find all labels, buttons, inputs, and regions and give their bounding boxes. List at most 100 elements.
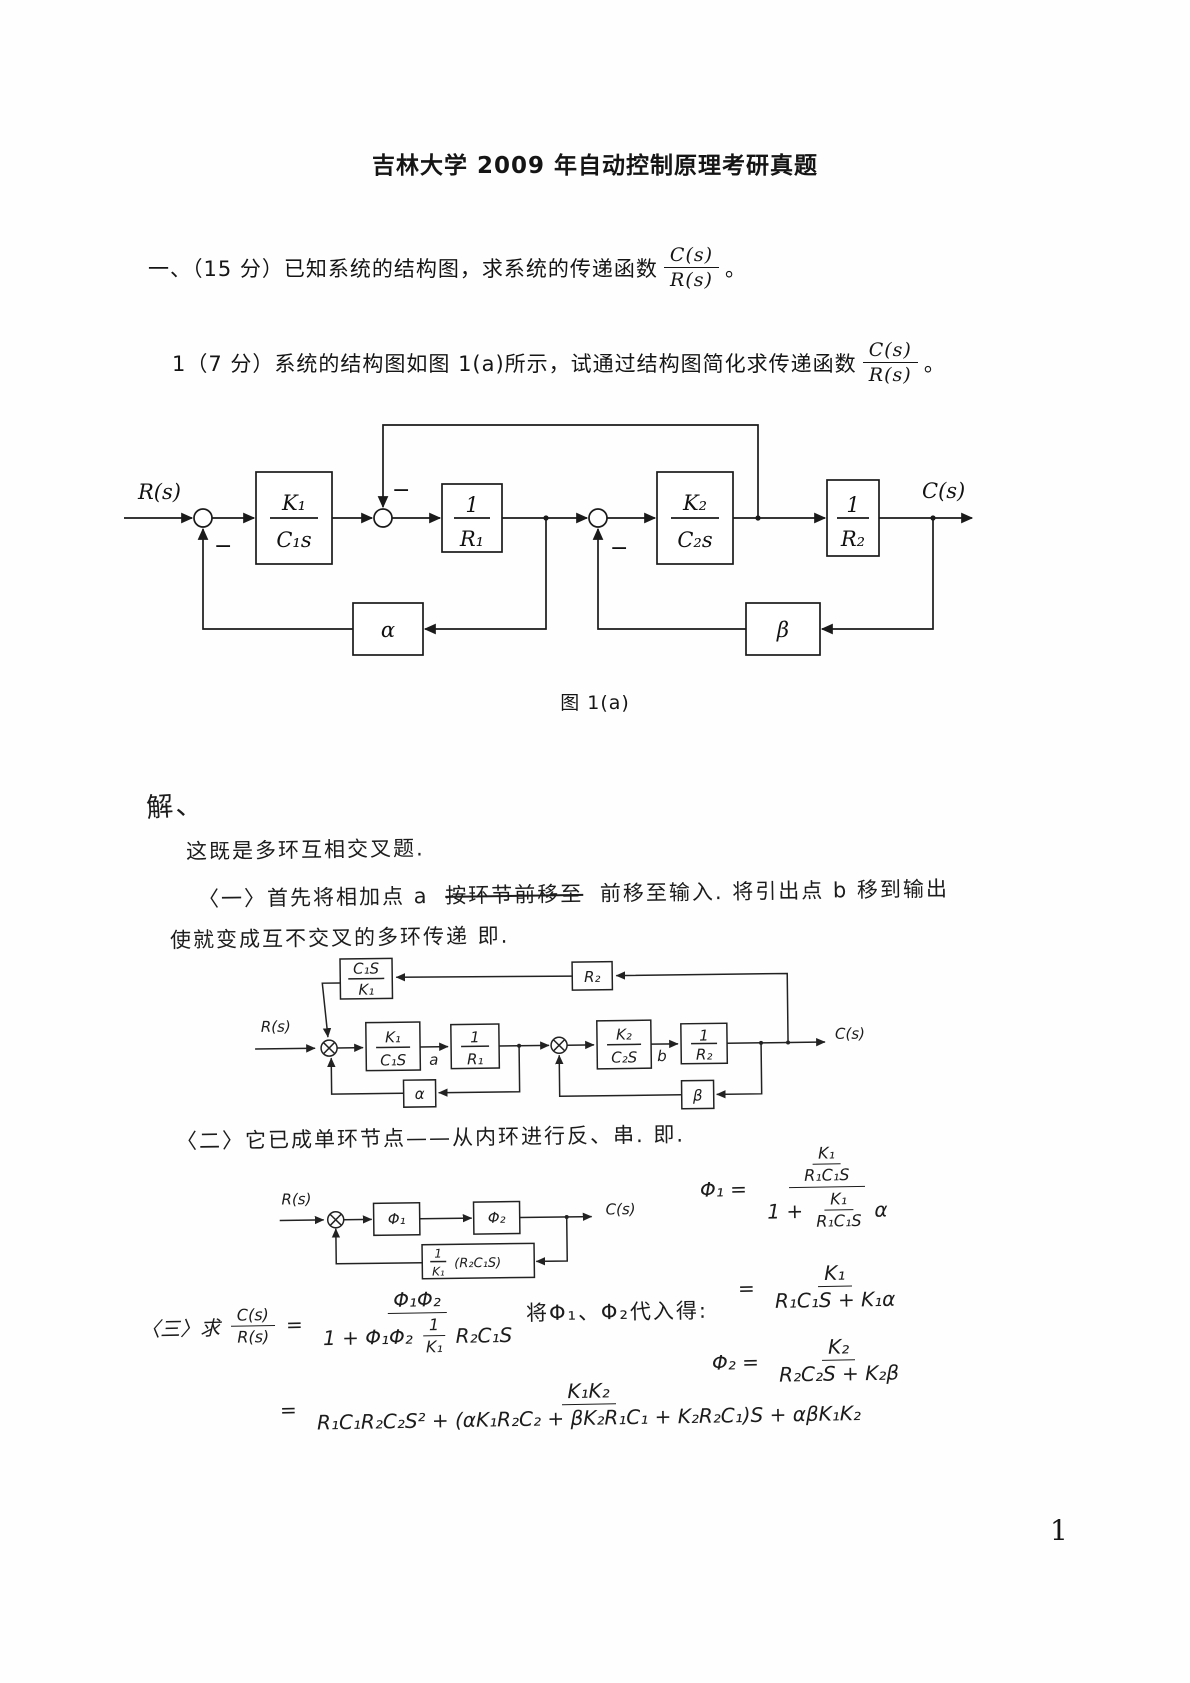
svg-text:Φ₁: Φ₁ [388, 1210, 406, 1228]
sketch1-point-b-label: b [657, 1047, 667, 1065]
sum-junction-3 [588, 508, 608, 528]
solution-line-3: 使就变成互不交叉的多环传递 即. [169, 923, 510, 953]
block-1-r1: 1 R₁ [441, 483, 503, 553]
phi1-lhs: Φ₁ = [699, 1176, 748, 1202]
sketch1-output-label: C(s) [835, 1025, 865, 1043]
svg-text:K₁: K₁ [358, 981, 374, 999]
page-title: 吉林大学 2009 年自动控制原理考研真题 [371, 153, 819, 179]
question-sub-period: 。 [923, 351, 946, 376]
step3-equation: 〈三〉求 C(s) R(s) = Φ₁Φ₂ 1 + Φ₁Φ₂ 1 K₁ R₂C₁… [139, 1285, 524, 1364]
phi1-equation: Φ₁ = K₁ R₁C₁S 1 + K₁ R₁C₁S α [699, 1140, 900, 1234]
sketch1-block-k1-c1s: K₁ C₁S [365, 1021, 422, 1072]
sketch2-output-label: C(s) [606, 1200, 636, 1218]
svg-text:(R₂C₁S): (R₂C₁S) [454, 1256, 501, 1272]
takeoff-point-top [755, 515, 761, 521]
block-diagram-figure: R(s) C(s) − − − K₁ C₁s 1 R₁ K₂ C₂s 1 [124, 424, 974, 656]
hand-sketch-reduced-diagram: R(s) Φ₁ Φ₂ C(s) 1 K₁ (R₂C₁S) [279, 1190, 636, 1280]
tf-denominator-2: R(s) [868, 364, 912, 386]
sketch1-block-1-r2: 1 R₂ [680, 1022, 729, 1065]
svg-text:C₁S: C₁S [353, 959, 380, 977]
block1-denominator: C₁s [276, 528, 311, 552]
sketch1-top-feedback: C₁S K₁ R₂ [321, 957, 789, 1043]
solution-line-2-post: 前移至输入. 将引出点 b 移到输出 [599, 876, 950, 906]
step3-tf-fraction: C(s) R(s) [230, 1303, 276, 1347]
svg-text:K₁: K₁ [385, 1028, 401, 1046]
svg-text:α: α [415, 1085, 425, 1103]
step3-prefix: 〈三〉求 [139, 1315, 221, 1341]
solution-line-4: 〈二〉它已成单环节点——从内环进行反、串. 即. [175, 1122, 686, 1154]
page-number: 1 [1050, 1514, 1068, 1547]
sketch1-input-label: R(s) [261, 1018, 291, 1036]
sum-junction-2 [373, 508, 393, 528]
svg-text:1: 1 [699, 1026, 709, 1044]
tf-numerator-2: C(s) [862, 338, 918, 363]
final-result-fraction: K₁K₂ R₁C₁R₂C₂S² + (αK₁R₂C₂ + βK₂R₁C₁ + K… [316, 1377, 862, 1435]
solution-line-2-pre: 〈一〉首先将相加点 a [197, 884, 429, 912]
sketch1-block-1-r1: 1 R₁ [450, 1023, 501, 1070]
block3-denominator: C₂s [677, 528, 712, 552]
minus-sign-3: − [610, 536, 628, 561]
sketch1-signal-paths [255, 1037, 826, 1053]
svg-text:β: β [692, 1087, 703, 1105]
sketch2-block-phi1: Φ₁ [372, 1202, 421, 1237]
diagram-output-label: C(s) [922, 479, 965, 503]
svg-text:K₁: K₁ [432, 1264, 445, 1278]
sketch2-feedback: 1 K₁ (R₂C₁S) [331, 1216, 568, 1280]
figure-caption: 图 1(a) [560, 692, 630, 714]
sketch1-takeoff-top [786, 1040, 791, 1045]
sum-junction-1 [193, 508, 213, 528]
solution-line-2-struck: 按环节前移至 [445, 881, 584, 908]
transfer-function-fraction: C(s) R(s) [663, 243, 720, 292]
svg-text:K₂: K₂ [616, 1025, 632, 1043]
block2-denominator: R₁ [459, 527, 484, 551]
question-sub: 1（7 分）系统的结构图如图 1(a)所示，试通过结构图简化求传递函数 C(s)… [172, 338, 946, 387]
hand-sketch-equivalent-diagram: R(s) C(s) K₁ C₁S a 1 R₁ K₂ [255, 957, 865, 1110]
sketch2-input-label: R(s) [281, 1190, 311, 1208]
block2-numerator: 1 [465, 493, 478, 517]
phi1-simplified-fraction: K₁ R₁C₁S + K₁α [774, 1259, 896, 1313]
solution-line-2: 〈一〉首先将相加点 a 按环节前移至 前移至输入. 将引出点 b 移到输出 [198, 873, 957, 914]
beta-feedback-loop: β [592, 518, 934, 656]
question-sub-text: 1（7 分）系统的结构图如图 1(a)所示，试通过结构图简化求传递函数 [172, 351, 857, 376]
minus-sign-1: − [214, 534, 232, 559]
sketch1-sum-junction-2 [550, 1036, 568, 1055]
block4-numerator: 1 [846, 493, 859, 517]
sketch1-alpha-loop: α [327, 1045, 521, 1108]
solution-heading: 解、 [145, 789, 206, 824]
minus-sign-top: − [392, 478, 410, 503]
svg-text:Φ₂: Φ₂ [488, 1209, 506, 1227]
svg-text:C₁S: C₁S [380, 1051, 407, 1069]
phi1-simplified: = K₁ R₁C₁S + K₁α [738, 1259, 908, 1315]
phi1-fraction: K₁ R₁C₁S 1 + K₁ R₁C₁S α [760, 1140, 894, 1233]
block-k1-c1s: K₁ C₁s [255, 471, 333, 565]
question-main-period: 。 [725, 256, 748, 281]
step3-main-fraction: Φ₁Φ₂ 1 + Φ₁Φ₂ 1 K₁ R₂C₁S [322, 1285, 513, 1357]
block1-numerator: K₁ [281, 491, 306, 515]
final-result-equation: = K₁K₂ R₁C₁R₂C₂S² + (αK₁R₂C₂ + βK₂R₁C₁ +… [280, 1373, 874, 1436]
svg-text:1: 1 [470, 1028, 480, 1046]
sketch1-point-a-label: a [429, 1051, 438, 1069]
solution-line-1: 这既是多环互相交叉题. [185, 836, 425, 864]
sketch2-sum-junction [326, 1211, 345, 1229]
phi1-num-inner-fraction: K₁ R₁C₁S [804, 1142, 850, 1185]
diagram-input-label: R(s) [137, 480, 181, 504]
block4-denominator: R₂ [840, 527, 865, 551]
block-1-r2: 1 R₂ [826, 479, 880, 557]
sketch1-block-k2-c2s: K₂ C₂S [596, 1019, 653, 1070]
step3-den-inner-fraction: 1 K₁ [419, 1314, 449, 1357]
question-main: 一、（15 分）已知系统的结构图，求系统的传递函数 C(s) R(s) 。 [148, 243, 747, 292]
svg-text:C₂S: C₂S [611, 1048, 638, 1066]
transfer-function-fraction-2: C(s) R(s) [862, 338, 918, 387]
question-main-text: 一、（15 分）已知系统的结构图，求系统的传递函数 [148, 256, 658, 281]
sketch1-beta-loop: β [555, 1042, 763, 1110]
alpha-feedback-loop: α [197, 518, 547, 656]
svg-text:R₂: R₂ [584, 968, 601, 986]
alpha-block-label: α [381, 618, 395, 642]
sketch2-block-phi2: Φ₂ [472, 1200, 521, 1235]
tf-denominator: R(s) [670, 269, 713, 291]
tf-numerator: C(s) [663, 243, 720, 268]
block-k2-c2s: K₂ C₂s [656, 471, 734, 565]
svg-text:R₂: R₂ [696, 1045, 713, 1063]
substitution-note: 将Φ₁、Φ₂代入得: [525, 1298, 709, 1326]
